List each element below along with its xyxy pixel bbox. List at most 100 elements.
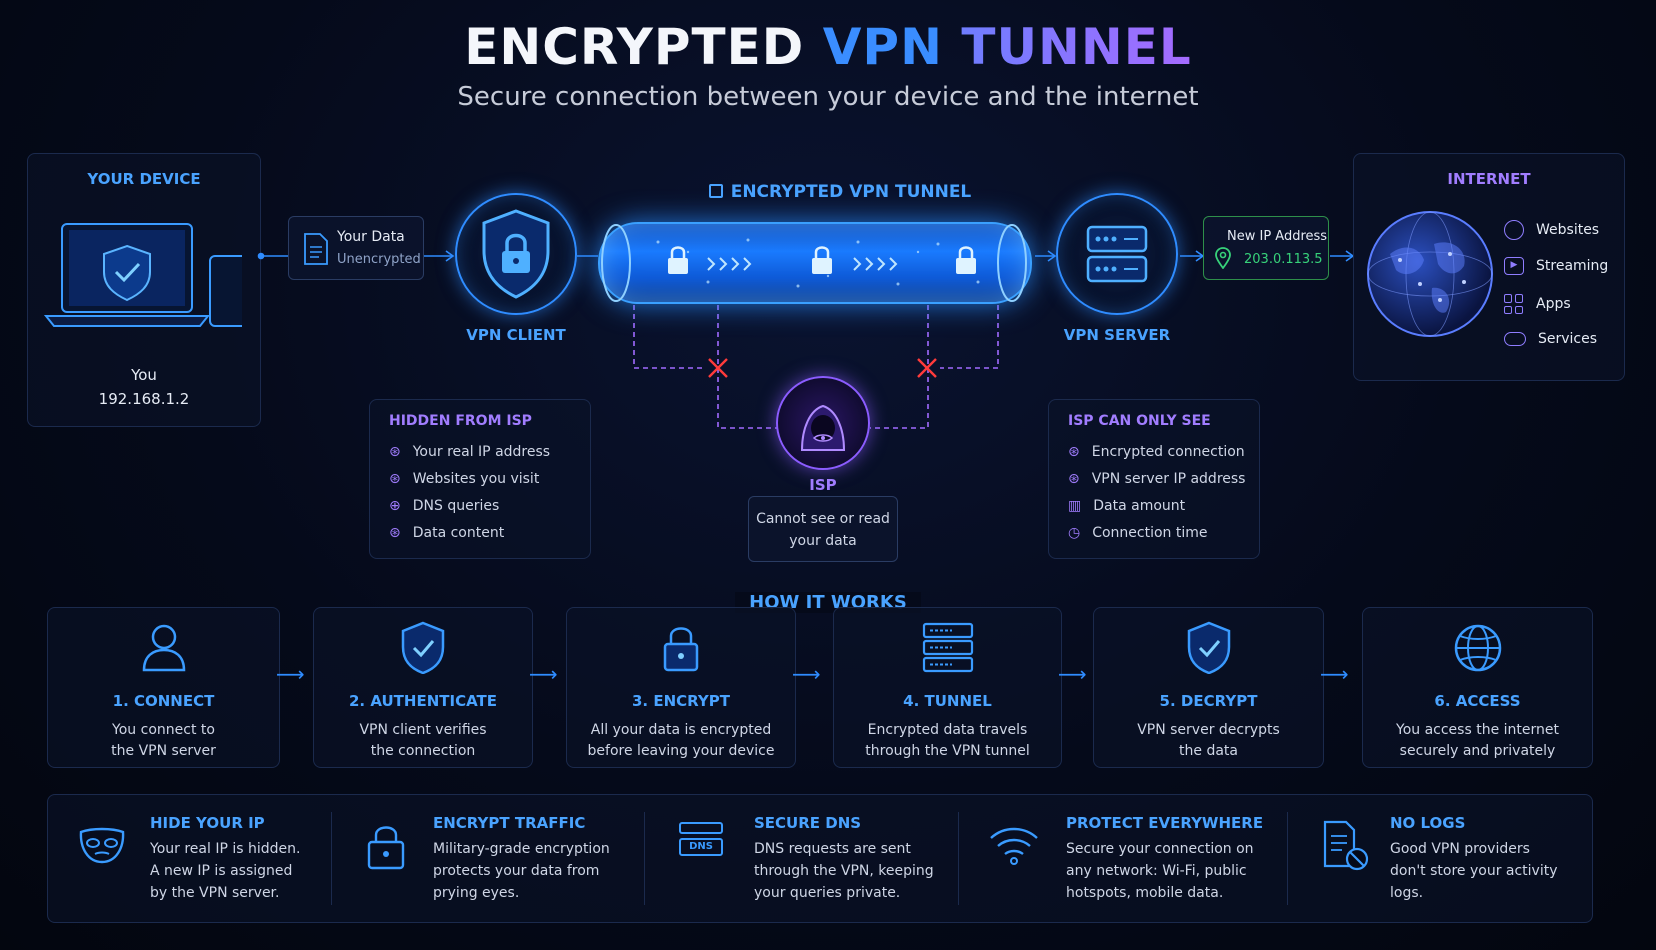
server-stack-icon: [922, 622, 973, 673]
step-tunnel: 4. TUNNEL Encrypted data travels through …: [833, 607, 1062, 768]
step-authenticate: 2. AUTHENTICATE VPN client verifies the c…: [313, 607, 533, 768]
internet-item-label: Websites: [1536, 222, 1600, 238]
feature-description-line: A new IP is assigned: [150, 863, 293, 879]
isp-see-item-label: VPN server IP address: [1091, 470, 1246, 487]
hacker-icon: [800, 404, 846, 451]
step-name: 2. AUTHENTICATE: [348, 692, 497, 710]
vpn-client-node: [455, 193, 577, 315]
isp-can-see-title: ISP CAN ONLY SEE: [1068, 413, 1211, 429]
bar-chart-icon: ▥: [1068, 497, 1082, 514]
hidden-from-isp-panel: HIDDEN FROM ISP ⊛Your real IP address ⊛W…: [369, 399, 591, 559]
step-name: 4. TUNNEL: [903, 692, 992, 710]
lock-icon: [367, 826, 405, 870]
step-description-line: through the VPN tunnel: [865, 743, 1030, 759]
isp-see-item: ⊛ Encrypted connection: [1068, 438, 1245, 465]
step-description-line: Encrypted data travels: [867, 722, 1028, 738]
isp-note-box: Cannot see or read your data: [748, 496, 898, 562]
step-description-line: VPN client verifies: [359, 722, 487, 738]
step-description-line: the VPN server: [111, 743, 216, 759]
feature-title: HIDE YOUR IP: [150, 814, 265, 832]
step-description: You access the internet securely and priv…: [1363, 720, 1592, 762]
feature-description-line: hotspots, mobile data.: [1066, 885, 1224, 901]
dns-icon-text: DNS: [679, 838, 723, 856]
vpn-server-node: [1056, 193, 1178, 315]
cloud-icon: [1504, 332, 1526, 346]
isp-note-line: your data: [789, 533, 857, 549]
arrow-right-icon: ⟶: [1058, 662, 1087, 686]
location-pin-icon: [1215, 247, 1231, 269]
new-ip-title: New IP Address: [1227, 229, 1328, 244]
feature-description-line: Your real IP is hidden.: [150, 841, 301, 857]
tunnel-label-text: ENCRYPTED VPN TUNNEL: [730, 182, 972, 202]
server-icon: [1086, 225, 1148, 283]
hidden-item-label: Your real IP address: [412, 443, 551, 460]
feature-description-line: protects your data from: [433, 863, 600, 879]
device-panel: YOUR DEVICE You 192.168.1.2: [27, 153, 261, 427]
step-description-line: All your data is encrypted: [590, 722, 772, 738]
divider: [644, 812, 645, 905]
isp-see-item: ⊛ VPN server IP address: [1068, 465, 1245, 492]
feature-title: ENCRYPT TRAFFIC: [433, 814, 586, 832]
step-name: 6. ACCESS: [1434, 692, 1521, 710]
internet-item-label: Streaming: [1536, 258, 1609, 274]
feature-description-line: prying eyes.: [433, 885, 520, 901]
feature-description-line: Good VPN providers: [1390, 841, 1530, 857]
lock-circle-icon: ⊛: [1068, 443, 1080, 460]
vpn-client-label: VPN CLIENT: [466, 326, 566, 344]
divider: [1287, 812, 1288, 905]
feature-title: PROTECT EVERYWHERE: [1066, 814, 1264, 832]
hidden-item: ⊛Data content: [389, 519, 550, 546]
network-icon: ⊕: [389, 497, 401, 514]
hidden-item: ⊛ Your real IP address: [389, 438, 550, 465]
play-icon: ▶: [1504, 257, 1524, 275]
internet-item-apps: Apps: [1504, 294, 1571, 314]
title-part-vpn: VPN: [822, 18, 943, 76]
globe-icon: [1504, 220, 1524, 240]
shield-icon: ⊛: [389, 470, 401, 487]
feature-description-line: Secure your connection on: [1066, 841, 1254, 857]
feature-title: NO LOGS: [1390, 814, 1466, 832]
hidden-item-label: Websites you visit: [412, 470, 540, 487]
step-description-line: securely and privately: [1399, 743, 1556, 759]
internet-item-services: Services: [1504, 331, 1597, 347]
shield-check-icon: [401, 621, 445, 675]
isp-can-see-panel: ISP CAN ONLY SEE ⊛ Encrypted connection ⊛…: [1048, 399, 1260, 559]
isp-node: [776, 376, 870, 470]
your-data-title: Your Data: [337, 229, 405, 245]
mask-icon: [79, 827, 125, 864]
hidden-item-label: DNS queries: [412, 497, 500, 514]
step-description-line: the connection: [370, 743, 476, 759]
dns-server-icon: DNS: [679, 822, 723, 868]
arrow-right-icon: ⟶: [1320, 662, 1349, 686]
tunnel-lock-icon: [708, 184, 723, 198]
hidden-item: ⊛ Websites you visit: [389, 465, 550, 492]
encrypted-tunnel: [598, 222, 1032, 304]
clock-icon: ◷: [1068, 524, 1081, 541]
apps-grid-icon: [1504, 294, 1524, 314]
page-title: ENCRYPTED VPN TUNNEL: [0, 18, 1656, 76]
feature-description-line: your queries private.: [754, 885, 901, 901]
step-access: 6. ACCESS You access the internet securel…: [1362, 607, 1593, 768]
shield-icon: ⊛: [389, 443, 401, 460]
data-icon: ⊛: [389, 524, 401, 541]
divider: [958, 812, 959, 905]
vpn-server-label: VPN SERVER: [1063, 326, 1171, 344]
globe-icon: [1454, 624, 1501, 672]
internet-item-streaming: ▶ Streaming: [1504, 257, 1608, 275]
shield-icon: ⊛: [1068, 470, 1080, 487]
step-description-line: You access the internet: [1396, 722, 1559, 738]
device-name: You: [131, 366, 157, 384]
tunnel-padlocks: [668, 246, 976, 274]
internet-item-label: Apps: [1536, 296, 1571, 312]
isp-see-item: ▥Data amount: [1068, 492, 1245, 519]
isp-see-item-label: Encrypted connection: [1091, 443, 1245, 460]
title-part-tunnel: TUNNEL: [961, 18, 1192, 76]
step-description: VPN client verifies the connection: [314, 720, 532, 762]
device-label: YOUR DEVICE: [87, 170, 201, 188]
features-panel: [47, 794, 1593, 923]
